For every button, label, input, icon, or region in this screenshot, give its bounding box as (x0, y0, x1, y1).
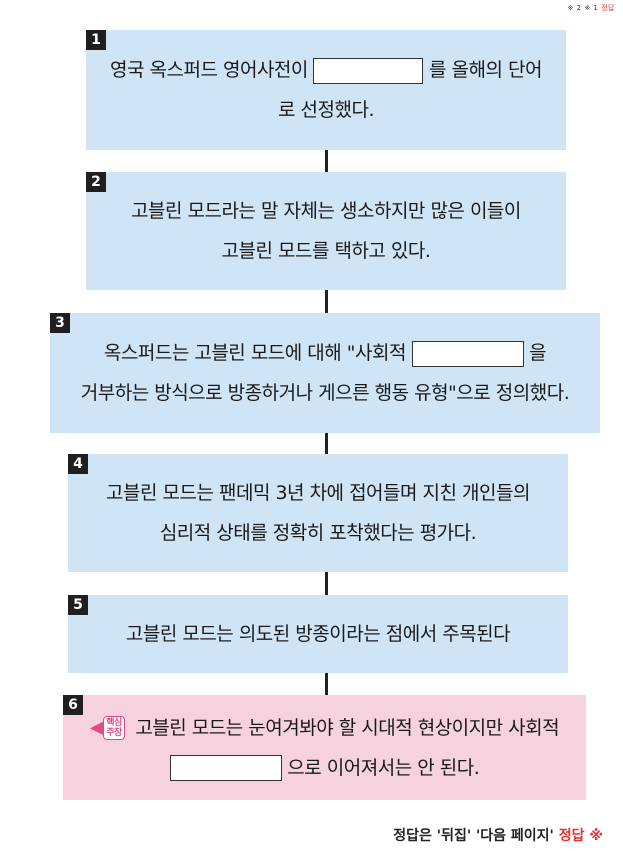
answer-blank-3[interactable] (169, 755, 282, 781)
step-1-text-after: 를 올해의 단어 (429, 59, 542, 81)
connector-line (325, 290, 328, 313)
step-3-text-after: 을 (529, 342, 547, 364)
step-number-2: 2 (86, 172, 106, 192)
connector-line (325, 572, 328, 595)
step-box-6: ◀ 핵심 주장 고블린 모드는 눈여겨봐야 할 시대적 현상이지만 사회적 으로… (63, 695, 586, 800)
step-3-text: 옥스퍼드는 고블린 모드에 대해 "사회적 (103, 342, 407, 364)
step-box-5: 고블린 모드는 의도된 방종이라는 점에서 주목된다 (68, 595, 568, 673)
key-claim-tag: 핵심 주장 (103, 716, 125, 740)
answer-blank-2[interactable] (411, 340, 524, 367)
step-6-text-line2: 으로 이어져서는 안 된다. (287, 756, 480, 779)
step-6-text: 고블린 모드는 눈여겨봐야 할 시대적 현상이지만 사회적 (135, 716, 560, 739)
step-number-6: 6 (63, 695, 83, 715)
step-number-3: 3 (50, 313, 70, 333)
step-box-4: 고블린 모드는 팬데믹 3년 차에 접어들며 지친 개인들의 심리적 상태를 정… (68, 454, 568, 572)
footer-note: 정답은 '뒤집' '다음 페이지' 정답 ※ (393, 825, 603, 845)
step-2-text: 고블린 모드라는 말 자체는 생소하지만 많은 이들이 (131, 200, 521, 222)
footer-highlight: 정답 (558, 828, 585, 844)
step-2-text-line2: 고블린 모드를 택하고 있다. (221, 240, 431, 262)
megaphone-icon: ◀ (89, 717, 104, 738)
connector-line (325, 433, 328, 454)
step-3-text-line2: 거부하는 방식으로 방종하거나 게으른 행동 유형"으로 정의했다. (80, 382, 570, 404)
step-4-text: 고블린 모드는 팬데믹 3년 차에 접어들며 지친 개인들의 (106, 482, 530, 504)
top-note: ※ 2 ※ 1 정답 (568, 3, 615, 13)
badge-label-top: 핵심 (106, 718, 122, 728)
step-4-text-line2: 심리적 상태를 정확히 포착했다는 평가다. (159, 522, 477, 544)
step-1-text: 영국 옥스퍼드 영어사전이 (110, 59, 308, 81)
step-number-4: 4 (68, 454, 88, 474)
step-box-1: 영국 옥스퍼드 영어사전이 를 올해의 단어 로 선정했다. (86, 30, 566, 150)
top-note-text: ※ 2 ※ 1 (567, 4, 599, 12)
top-note-highlight: 정답 (601, 4, 615, 12)
step-5-text: 고블린 모드는 의도된 방종이라는 점에서 주목된다 (125, 623, 511, 645)
connector-line (325, 673, 328, 695)
badge-label-bottom: 주장 (106, 728, 122, 738)
key-claim-badge: ◀ 핵심 주장 (90, 716, 125, 740)
connector-line (325, 150, 328, 172)
step-number-5: 5 (68, 595, 88, 615)
footer-text: 정답은 '뒤집' '다음 페이지' (393, 828, 559, 844)
step-1-text-line2: 로 선정했다. (278, 99, 374, 121)
step-number-1: 1 (86, 30, 106, 50)
answer-blank-1[interactable] (313, 57, 424, 84)
step-box-3: 옥스퍼드는 고블린 모드에 대해 "사회적 을 거부하는 방식으로 방종하거나 … (50, 313, 600, 433)
footer-symbol: ※ (589, 828, 603, 844)
step-box-2: 고블린 모드라는 말 자체는 생소하지만 많은 이들이 고블린 모드를 택하고 … (86, 172, 566, 290)
